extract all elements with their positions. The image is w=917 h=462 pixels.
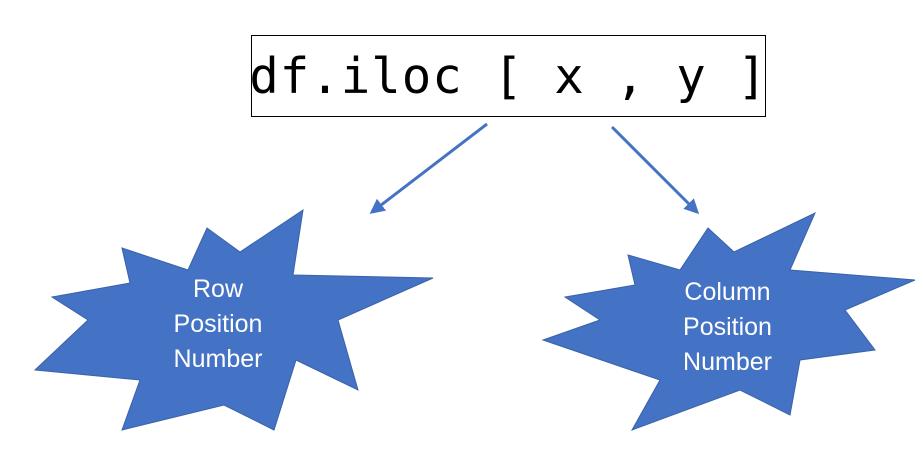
expression-box: df.iloc [ x , y ] [249,35,768,117]
column-label-line-3: Number [683,348,772,376]
row-position-label: Row Position Number [148,272,288,377]
right-burst-shape [541,211,916,431]
iloc-expression: df.iloc [ x , y ] [249,47,768,105]
column-label-line-2: Position [683,313,772,341]
arrow-to-row [369,122,488,214]
row-label-line-3: Number [173,345,263,373]
arrow-to-column [610,125,700,215]
column-label-line-1: Column [684,278,771,306]
left-burst-shape [33,208,434,431]
row-label-line-2: Position [173,310,263,338]
row-label-line-1: Row [192,275,243,303]
column-position-label: Column Position Number [655,275,800,380]
